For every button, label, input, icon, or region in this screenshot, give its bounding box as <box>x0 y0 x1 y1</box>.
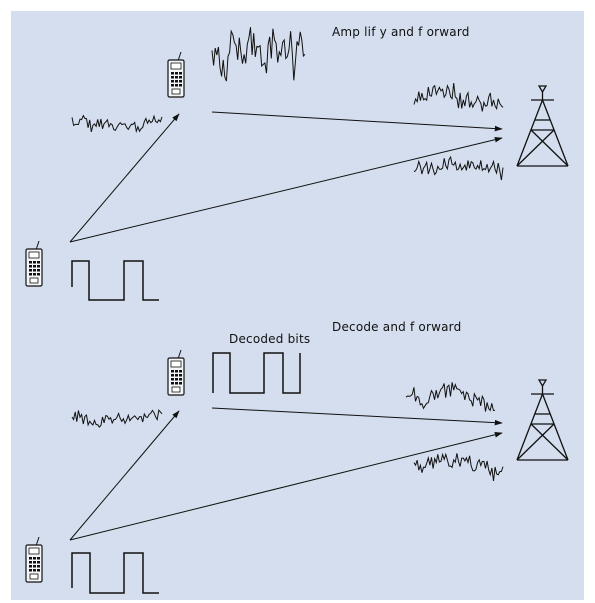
top-relay-to-base-arrow <box>211 111 503 132</box>
bottom-base-station-tower-icon <box>516 379 569 461</box>
top-source-to-base-arrow <box>69 136 503 243</box>
amplify-and-forward-title: Amp lif y and f orward <box>332 25 470 39</box>
decoded-bits-label: Decoded bits <box>229 332 311 346</box>
top-direct-signal-at-base <box>413 155 504 181</box>
top-source-phone-icon <box>25 240 43 287</box>
top-relay-phone-icon <box>167 51 185 98</box>
top-received-noise-at-relay <box>71 114 163 134</box>
decode-and-forward-title: Decode and f orward <box>332 320 462 334</box>
bottom-relay-phone-icon <box>167 349 185 396</box>
top-relay-signal-at-base <box>413 83 504 112</box>
diagram-panel <box>11 11 584 600</box>
bottom-received-noise-at-relay <box>71 409 163 428</box>
bottom-source-to-base-arrow <box>69 432 503 541</box>
bottom-relay-to-base-arrow <box>211 407 503 426</box>
top-amplified-noise-signal <box>211 27 306 82</box>
bottom-source-phone-icon <box>25 536 43 583</box>
bottom-relay-signal-at-base <box>405 382 495 412</box>
decoded-bits-waveform <box>212 352 301 394</box>
top-section <box>25 27 569 301</box>
bottom-section <box>25 349 569 594</box>
top-source-to-relay-arrow <box>69 113 180 243</box>
bottom-direct-signal-at-base <box>413 452 504 482</box>
top-source-bit-waveform <box>71 260 159 301</box>
bottom-source-bit-waveform <box>71 552 159 594</box>
bottom-source-to-relay-arrow <box>69 410 180 541</box>
top-base-station-tower-icon <box>516 85 569 167</box>
